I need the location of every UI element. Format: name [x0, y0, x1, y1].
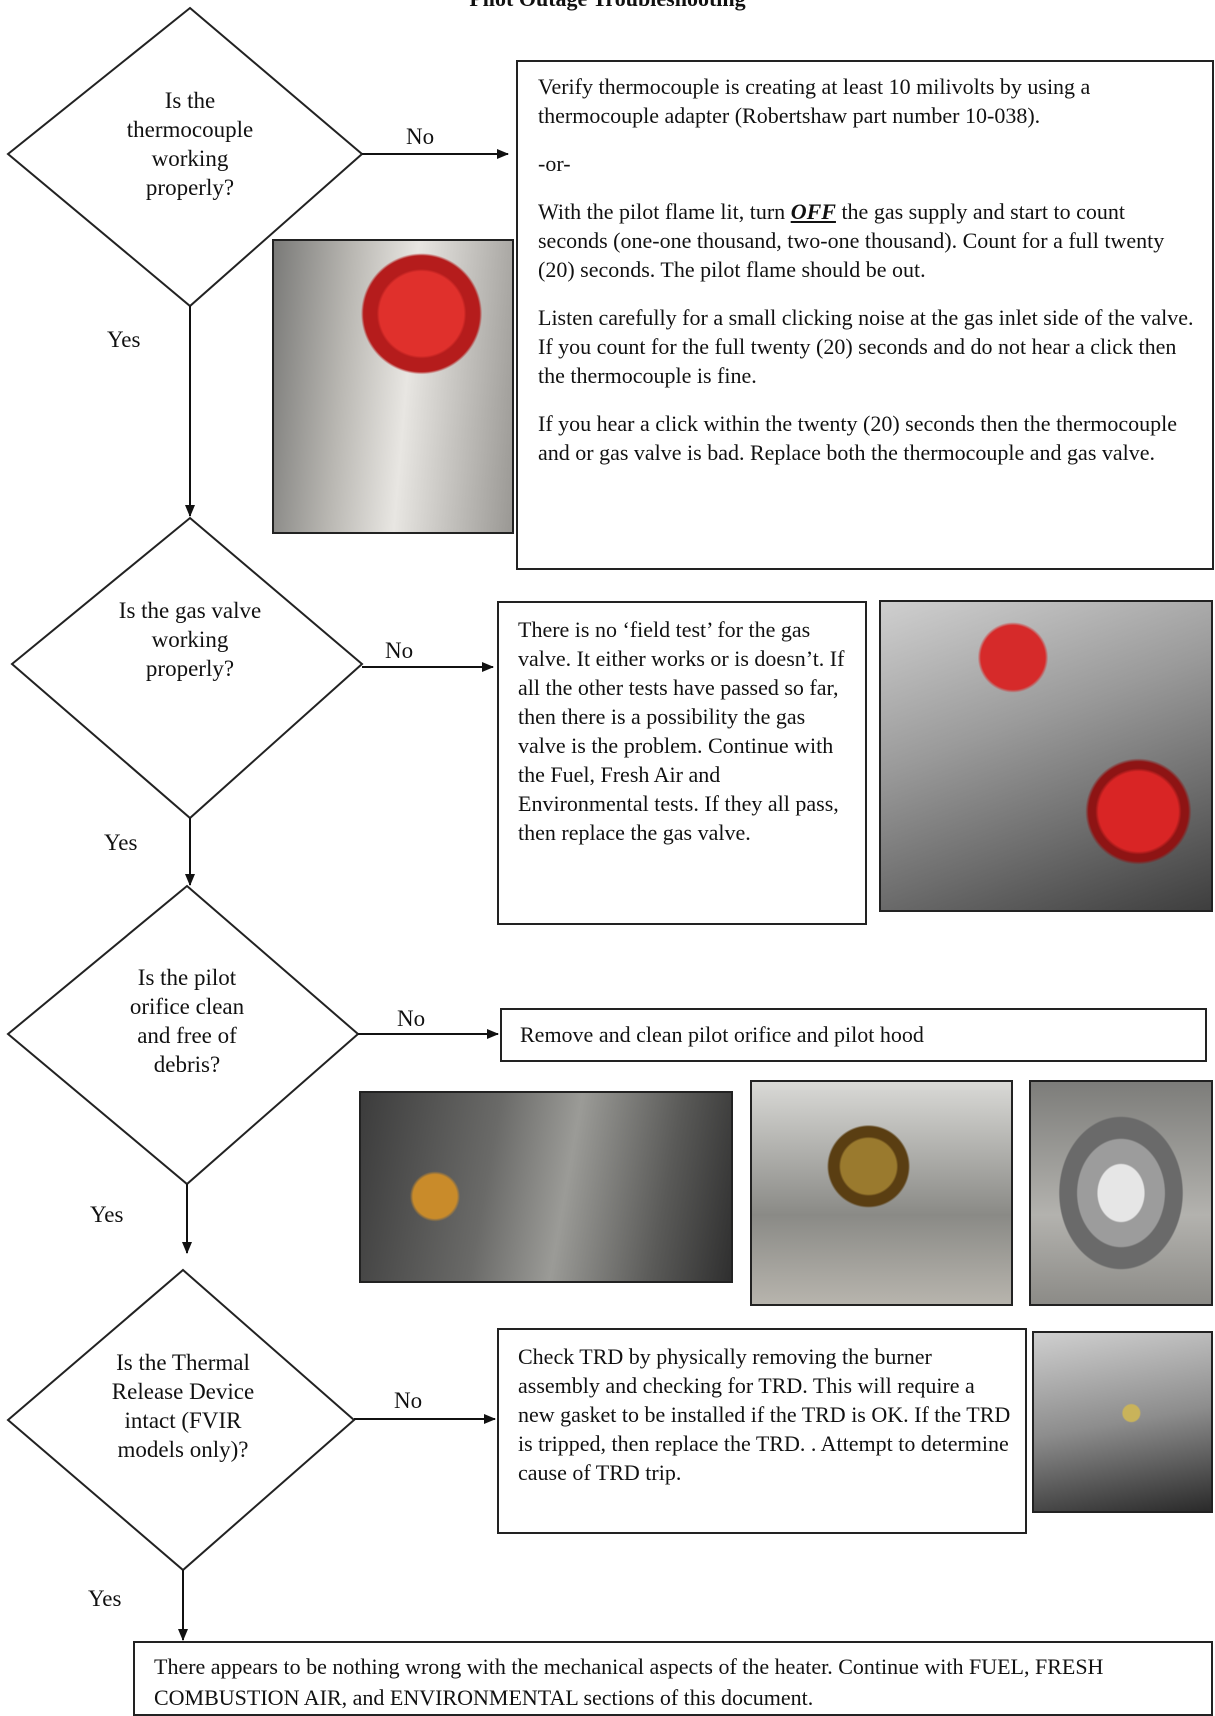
instruction-turn-off: With the pilot flame lit, turn OFF the g… [538, 199, 1165, 282]
yes-label-1: Yes [107, 327, 141, 352]
yes-label-4: Yes [88, 1586, 122, 1611]
decision-line: orifice clean [129, 994, 245, 1019]
decision-line: Release Device [111, 1379, 255, 1404]
instruction-replace: If you hear a click within the twenty (2… [538, 411, 1178, 465]
no-label-3: No [397, 1006, 426, 1031]
gas-valve-photo [879, 600, 1213, 912]
decision-line: thermocouple [126, 117, 254, 142]
pilot-assembly-photo [359, 1091, 733, 1283]
decision-line: Is the Thermal [116, 1350, 250, 1375]
decision-text-orifice: Is the pilot orifice clean and free of d… [87, 963, 287, 1079]
no-label-4: No [394, 1388, 423, 1413]
final-conclusion-text: There appears to be nothing wrong with t… [154, 1654, 1104, 1710]
final-conclusion-box: There appears to be nothing wrong with t… [133, 1641, 1213, 1716]
decision-line: properly? [145, 656, 235, 681]
no-label-1: No [406, 124, 435, 149]
decision-line: debris? [153, 1052, 221, 1077]
instruction-or: -or- [538, 151, 571, 176]
decision-line: Is the pilot [137, 965, 237, 990]
decision-line: intact (FVIR [124, 1408, 242, 1433]
no-label-2: No [385, 638, 414, 663]
orifice-action-text: Remove and clean pilot orifice and pilot… [520, 1022, 924, 1047]
thermocouple-instructions-box: Verify thermocouple is creating at least… [516, 60, 1214, 570]
orifice-action-box: Remove and clean pilot orifice and pilot… [500, 1008, 1207, 1062]
thermocouple-photo [272, 239, 514, 534]
instruction-listen: Listen carefully for a small clicking no… [538, 305, 1194, 388]
trd-check-box: Check TRD by physically removing the bur… [497, 1328, 1027, 1534]
trd-photo [1032, 1331, 1213, 1513]
gas-valve-text: There is no ‘field test’ for the gas val… [518, 617, 845, 845]
gas-valve-info-box: There is no ‘field test’ for the gas val… [497, 601, 867, 925]
decision-line: properly? [145, 175, 235, 200]
decision-line: models only)? [117, 1437, 249, 1462]
decision-line: and free of [137, 1023, 237, 1048]
yes-label-3: Yes [90, 1202, 124, 1227]
instruction-verify: Verify thermocouple is creating at least… [538, 74, 1091, 128]
off-emphasis: OFF [790, 199, 836, 224]
decision-line: Is the gas valve [118, 598, 262, 623]
page-title: Pilot Outage Troubleshooting [0, 0, 1215, 12]
pilot-hood-photo [1029, 1080, 1213, 1306]
trd-check-text: Check TRD by physically removing the bur… [518, 1344, 1011, 1485]
decision-text-trd: Is the Thermal Release Device intact (FV… [73, 1348, 293, 1464]
yes-label-2: Yes [104, 830, 138, 855]
decision-text-gas-valve: Is the gas valve working properly? [80, 596, 300, 683]
decision-line: working [151, 146, 229, 171]
decision-line: working [151, 627, 229, 652]
decision-line: Is the [164, 88, 216, 113]
decision-text-thermocouple: Is the thermocouple working properly? [90, 86, 290, 202]
pilot-orifice-photo [750, 1080, 1013, 1306]
